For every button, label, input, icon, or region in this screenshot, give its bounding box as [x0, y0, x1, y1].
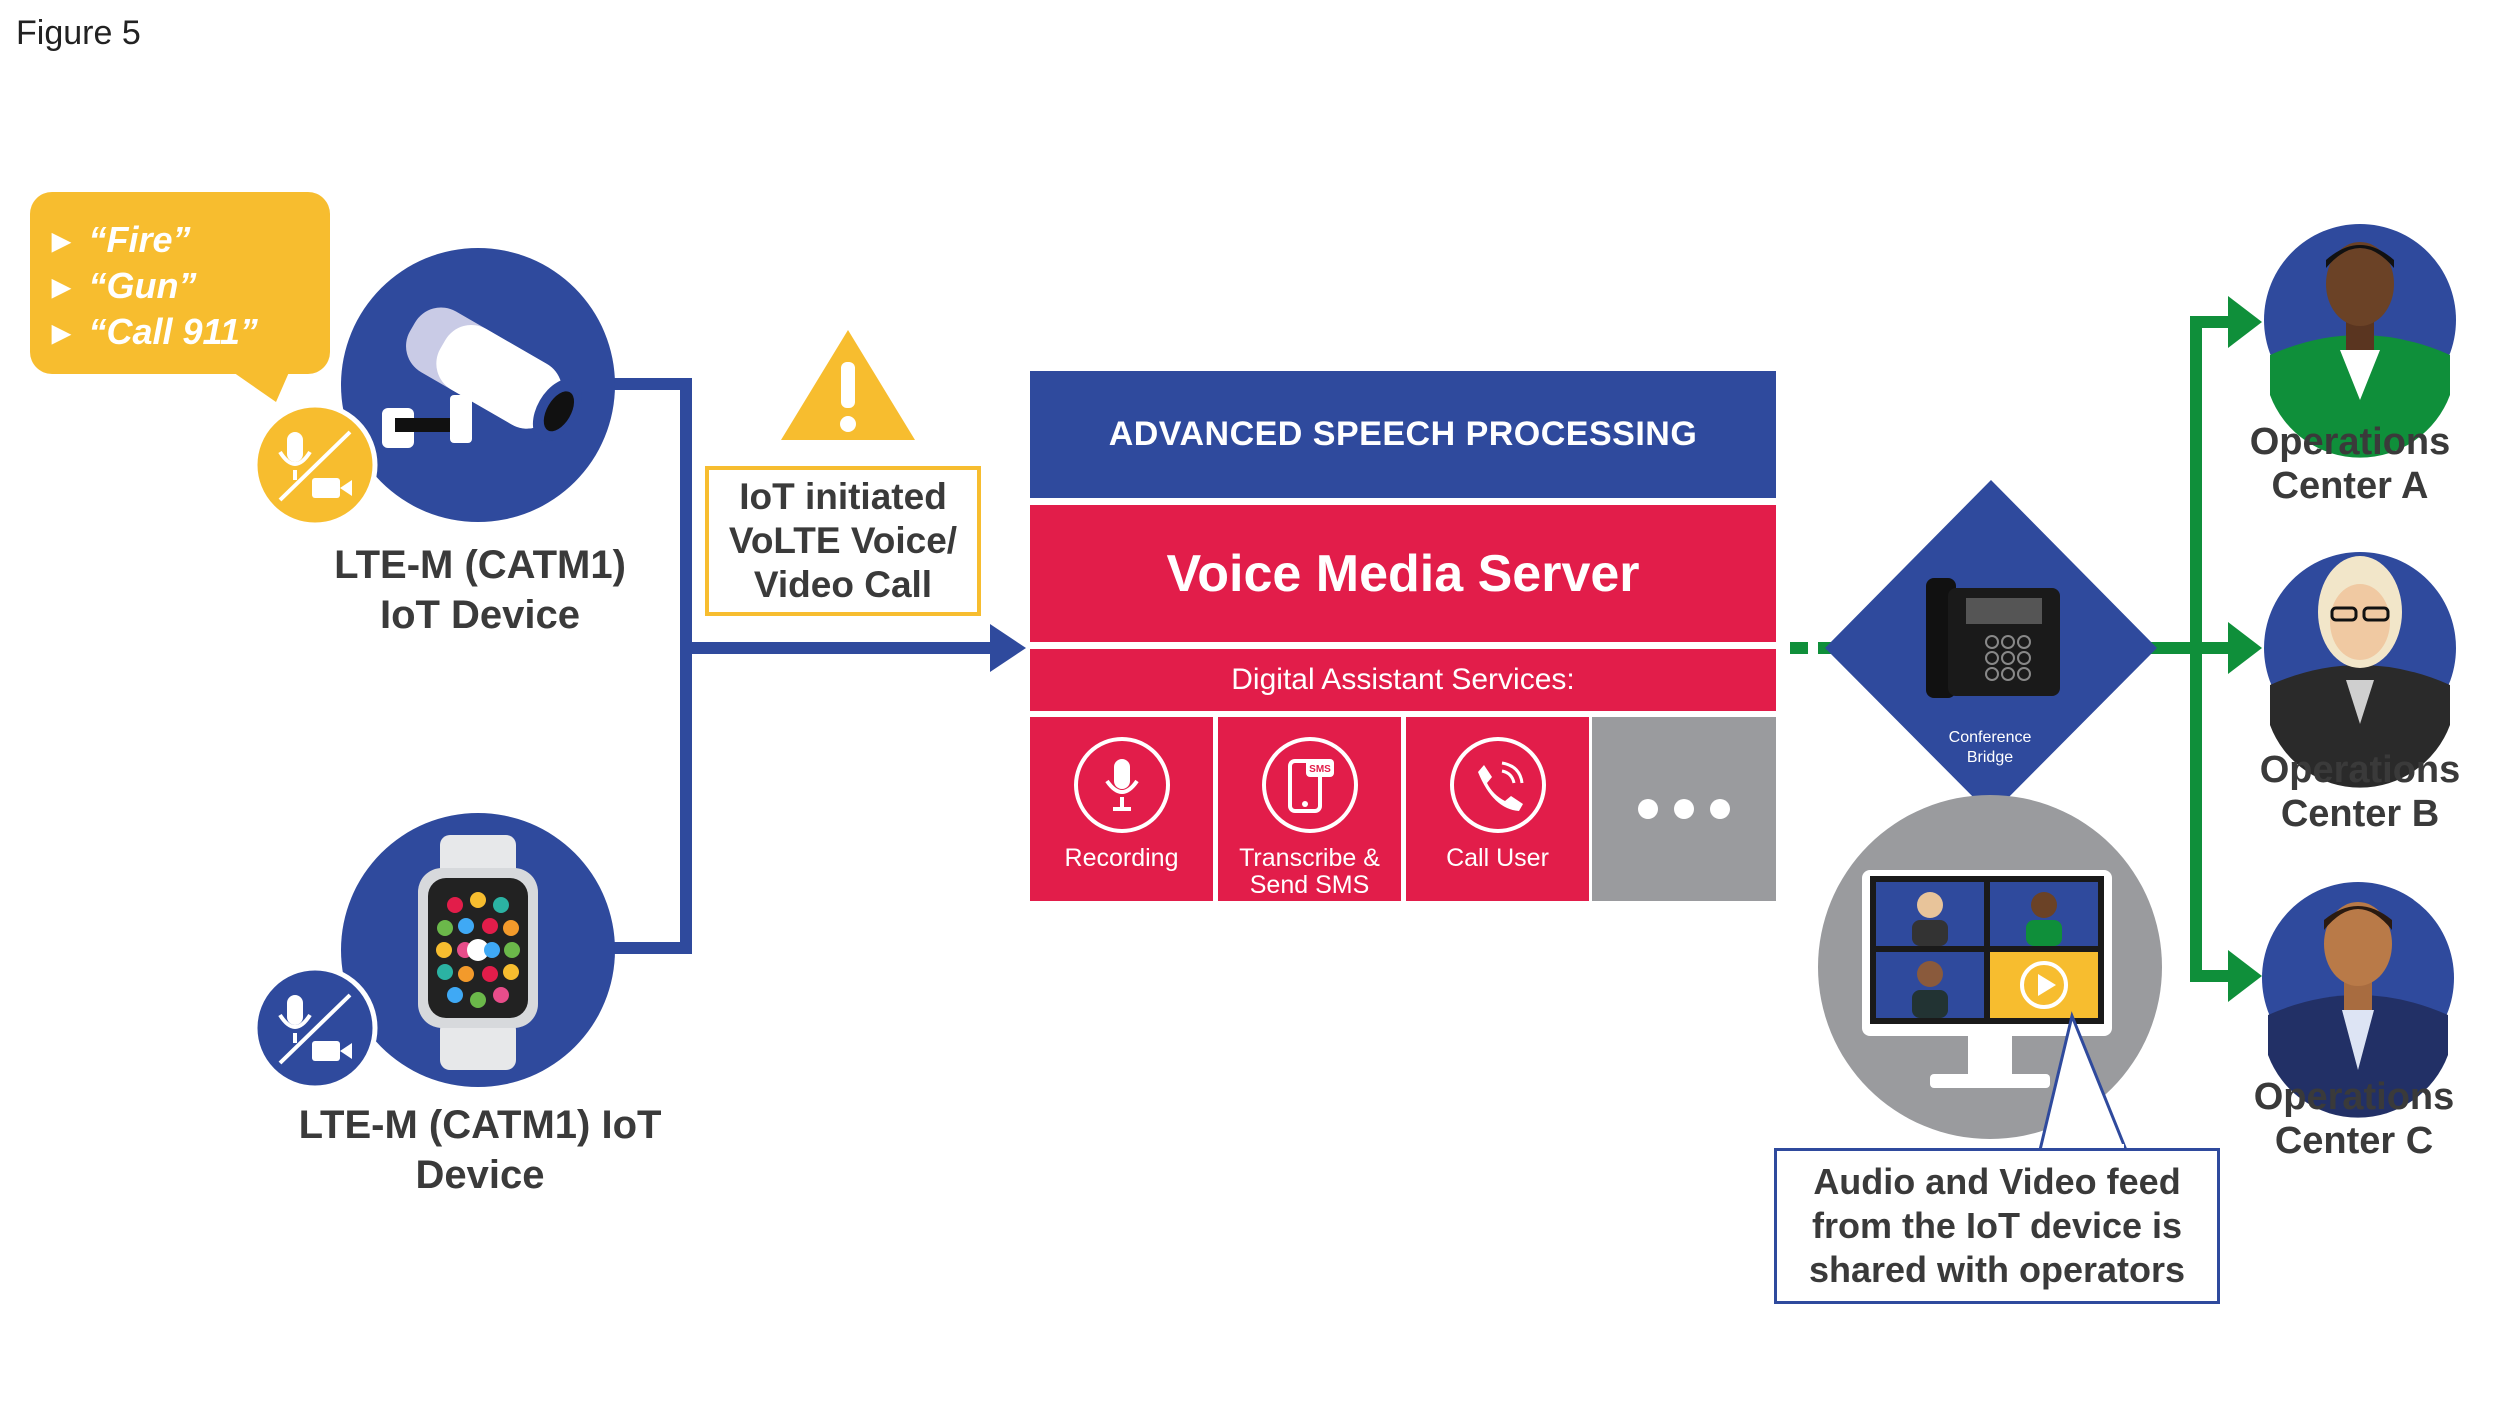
service-recording: Recording — [1030, 717, 1213, 901]
operator-label-b: Operations Center B — [2259, 749, 2461, 835]
phone-call-icon — [1449, 737, 1546, 833]
server-header: ADVANCED SPEECH PROCESSING — [1030, 371, 1776, 498]
mic-video-off-icon — [252, 965, 378, 1091]
keyword-item: “Call 911” — [52, 310, 330, 356]
microphone-icon — [1073, 737, 1170, 833]
video-conference-monitor-icon — [1818, 795, 2162, 1139]
services-label: Digital Assistant Services: — [1030, 649, 1776, 711]
device-bottom-label: LTE-M (CATM1) IoT Device — [298, 1103, 662, 1197]
smartwatch-icon — [341, 813, 615, 1087]
desk-phone-icon — [1926, 578, 2060, 698]
feed-callout-pointer — [2038, 1011, 2128, 1151]
operator-avatar-icon — [2264, 224, 2456, 458]
keyword-item: “Gun” — [52, 264, 330, 310]
service-label: Recording — [1064, 844, 1179, 872]
keyword-item: “Fire” — [52, 218, 330, 264]
green-arrowheads — [2228, 296, 2262, 1002]
security-camera-icon — [341, 248, 615, 522]
server-title: Voice Media Server — [1030, 505, 1776, 642]
ellipsis-icon — [1592, 717, 1776, 901]
figure-title: Figure 5 — [16, 14, 141, 52]
device-top-label: LTE-M (CATM1) IoT Device — [334, 543, 626, 637]
call-box: IoT initiated VoLTE Voice/ Video Call — [705, 466, 981, 616]
conference-bridge-label: Conference Bridge — [1948, 729, 2032, 766]
operator-label-a: Operations Center A — [2249, 421, 2451, 507]
operator-label-c: Operations Center C — [2253, 1076, 2455, 1162]
warning-triangle-icon — [781, 330, 915, 440]
svg-text:SMS: SMS — [1309, 764, 1331, 775]
speech-bubble-tail — [230, 370, 290, 402]
device-connector-lines — [612, 378, 990, 954]
speech-bubble: “Fire” “Gun” “Call 911” — [30, 192, 330, 374]
service-transcribe-sms: SMS Transcribe & Send SMS — [1218, 717, 1401, 901]
operator-avatar-icon — [2262, 882, 2454, 1118]
arrow-to-server — [990, 624, 1026, 672]
mic-video-off-icon — [252, 402, 378, 528]
service-label: Transcribe & Send SMS — [1239, 844, 1380, 899]
operator-avatar-icon — [2264, 552, 2456, 788]
service-label: Call User — [1446, 844, 1549, 872]
feed-callout-box: Audio and Video feed from the IoT device… — [1774, 1148, 2220, 1304]
service-call-user: Call User — [1406, 717, 1589, 901]
sms-phone-icon: SMS — [1261, 737, 1358, 833]
